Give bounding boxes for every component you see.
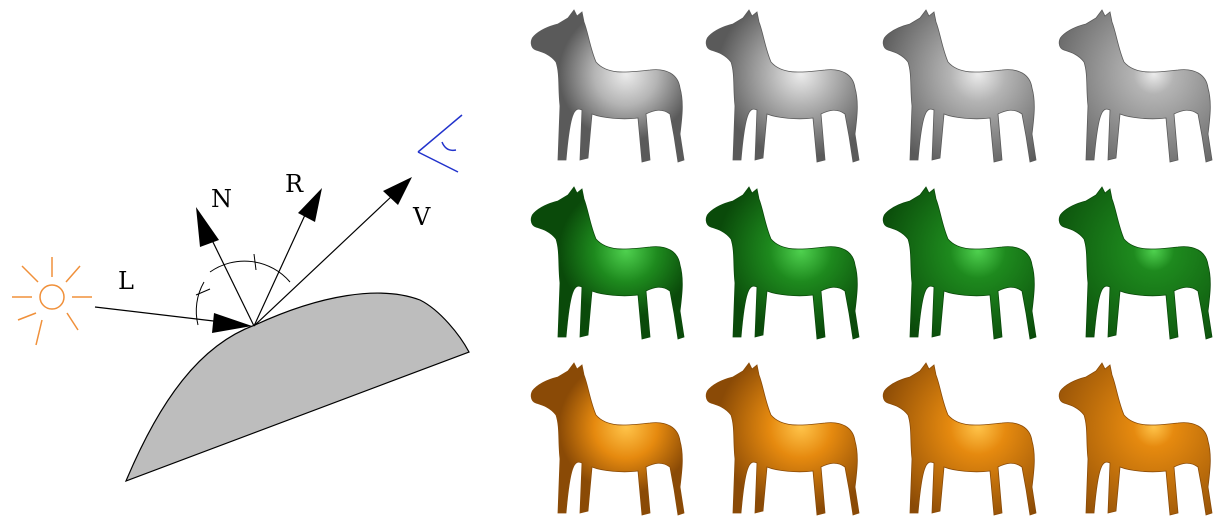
- view-label: V: [412, 203, 431, 231]
- normal-label: N: [211, 185, 232, 213]
- horse-render-gray-2: [705, 9, 860, 163]
- horse-render-green-1: [530, 186, 685, 340]
- horse-render-gray-3: [882, 9, 1037, 163]
- reflective-surface: [124, 292, 470, 483]
- horse-render-orange-3: [882, 362, 1037, 516]
- horse-render-orange-2: [705, 362, 860, 516]
- reflection-arrow: [253, 188, 322, 327]
- angle-arcs: [195, 253, 291, 326]
- reflection-label: R: [285, 170, 304, 198]
- horse-render-green-2: [705, 186, 860, 340]
- horse-render-orange-1: [530, 362, 685, 516]
- light-label: L: [118, 267, 134, 295]
- phong-reflection-diagram: L N R V: [12, 114, 470, 483]
- sun-icon: [12, 257, 92, 346]
- view-arrow: [253, 177, 412, 327]
- render-grid: [530, 9, 1213, 516]
- normal-arrow: [196, 207, 255, 327]
- horse-render-orange-4: [1058, 362, 1213, 516]
- horse-render-green-4: [1058, 186, 1213, 340]
- horse-render-green-3: [882, 186, 1037, 340]
- light-ray-arrow: [94, 306, 252, 333]
- horse-render-gray-1: [530, 9, 685, 163]
- eye-icon: [417, 114, 463, 173]
- horse-render-gray-4: [1058, 9, 1213, 163]
